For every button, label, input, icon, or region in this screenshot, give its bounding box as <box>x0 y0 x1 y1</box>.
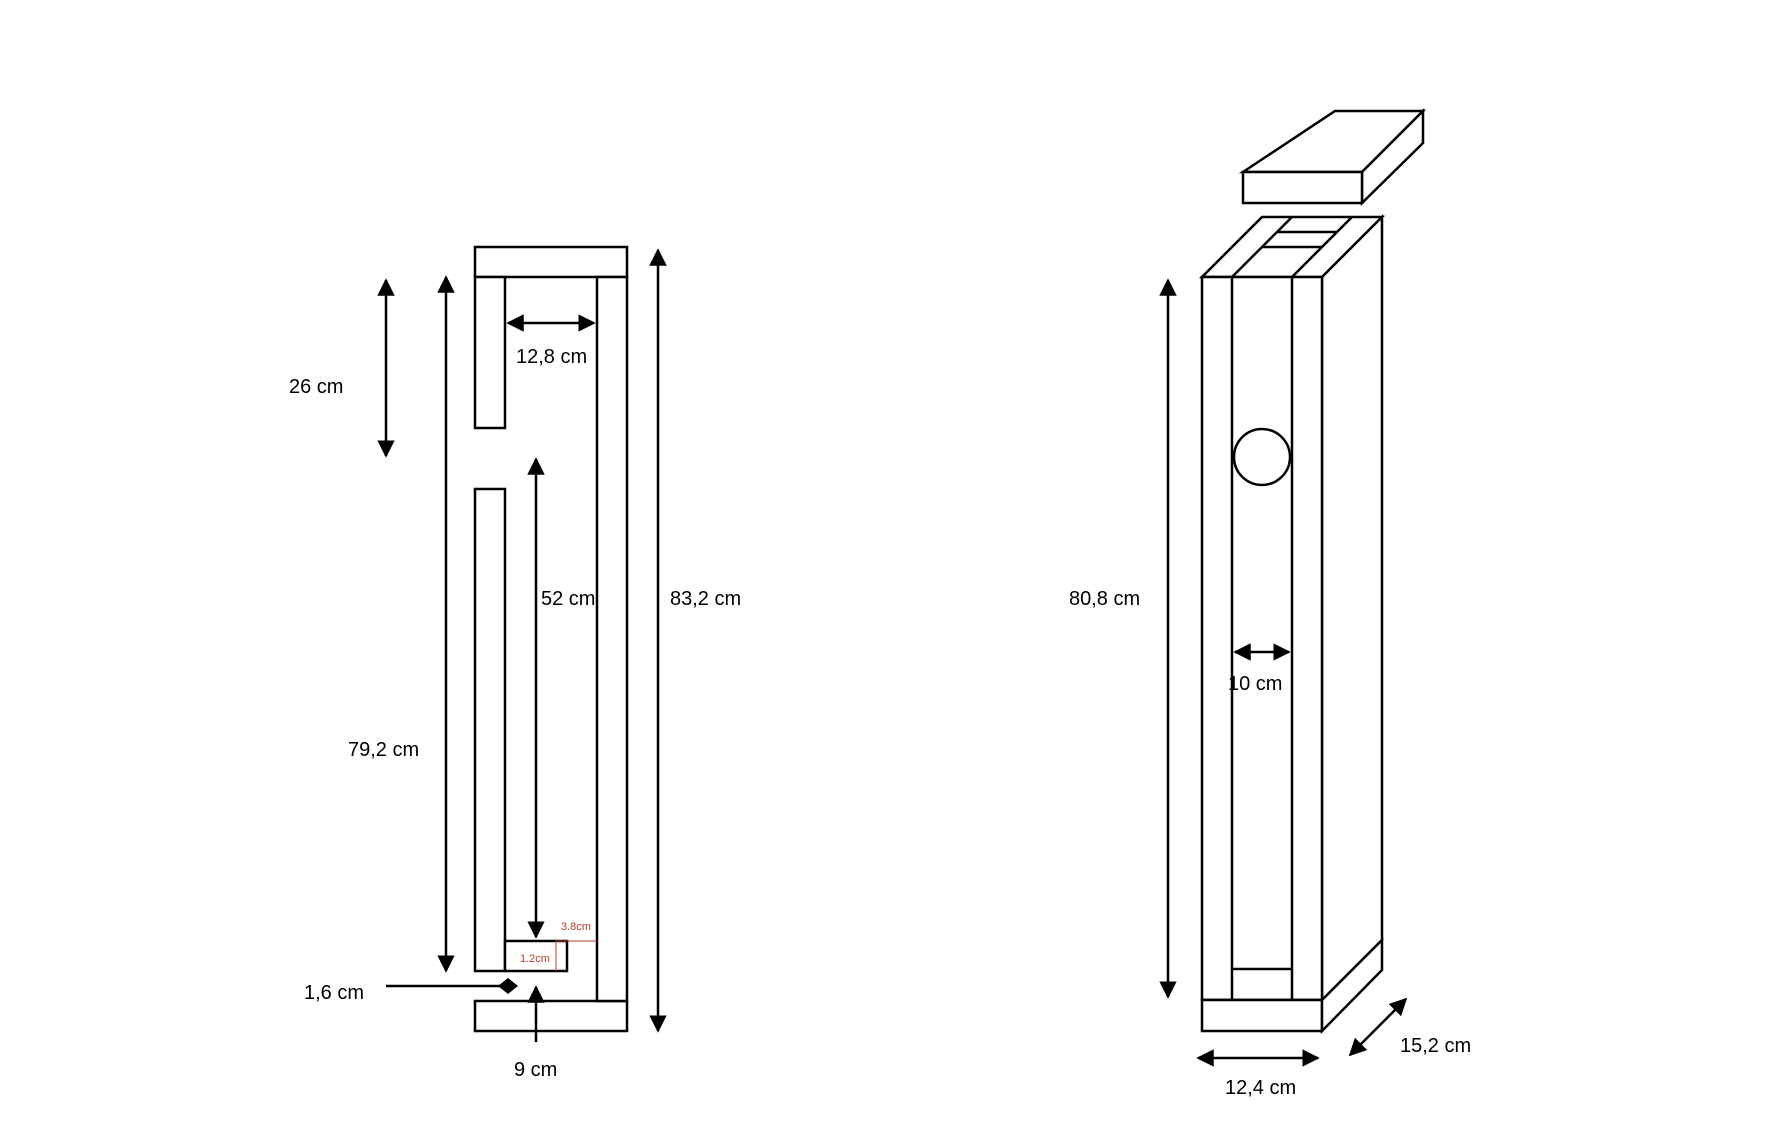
body <box>1198 213 1386 1035</box>
isometric-view <box>1198 107 1427 1035</box>
label-12-8cm: 12,8 cm <box>516 346 587 368</box>
label-3-8cm: 3.8cm <box>561 921 591 933</box>
body-front <box>1200 275 1324 1002</box>
right-dimensions <box>1159 278 1408 1067</box>
label-26cm: 26 cm <box>289 376 343 398</box>
port-hole <box>1232 427 1292 487</box>
label-1-2cm: 1.2cm <box>520 953 550 965</box>
cross-section-view <box>473 245 629 1033</box>
label-83-2cm: 83,2 cm <box>670 588 741 610</box>
left-dimensions <box>377 248 667 1042</box>
label-80-8cm: 80,8 cm <box>1069 588 1140 610</box>
label-9cm: 9 cm <box>514 1059 557 1081</box>
label-1-6cm: 1,6 cm <box>304 982 364 1004</box>
label-79-2cm: 79,2 cm <box>348 739 419 761</box>
body-base-front <box>1200 998 1324 1033</box>
label-10cm: 10 cm <box>1228 673 1282 695</box>
dim-arrow-15-2 <box>1348 997 1408 1057</box>
body-base-side <box>1320 936 1384 1035</box>
lid-front <box>1241 170 1364 205</box>
label-15-2cm: 15,2 cm <box>1400 1035 1471 1057</box>
label-52cm: 52 cm <box>541 588 595 610</box>
bottom-cap <box>473 999 629 1033</box>
top-cap <box>473 245 629 279</box>
body-side <box>1320 213 1384 1004</box>
label-12-4cm: 12,4 cm <box>1225 1077 1296 1099</box>
lid <box>1238 107 1427 206</box>
right-wall <box>595 275 629 1003</box>
left-upper-wall <box>473 275 507 430</box>
left-lower-wall <box>473 487 507 973</box>
bottom-shelf <box>503 939 569 973</box>
